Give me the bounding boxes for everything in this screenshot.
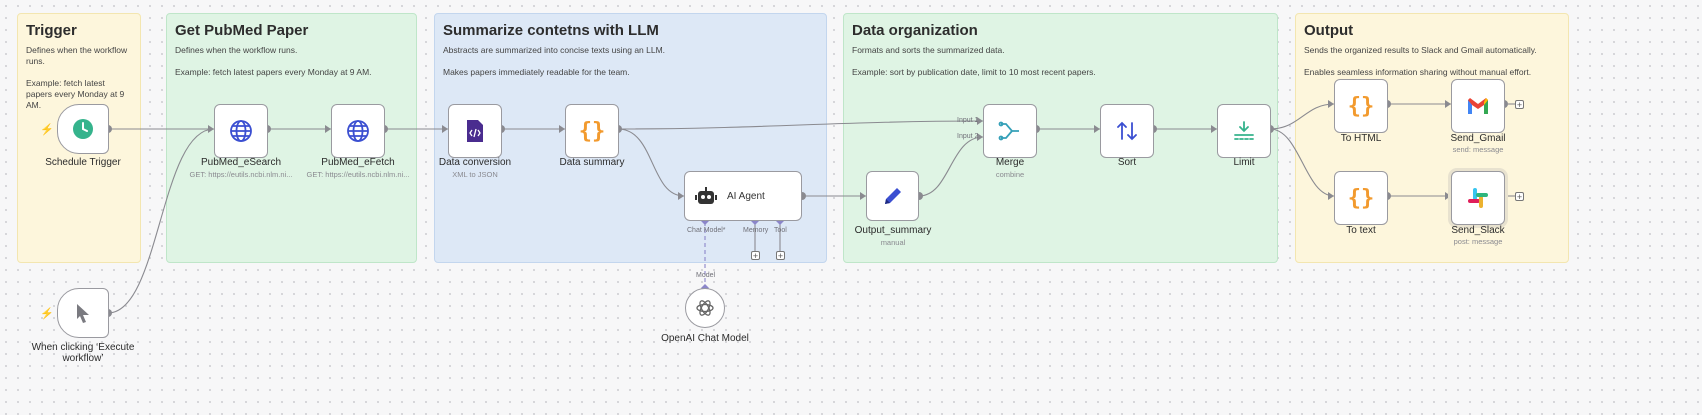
trigger-bolt-icon: ⚡: [40, 124, 54, 136]
data-conversion-node[interactable]: [448, 104, 502, 158]
sort-icon: [1117, 121, 1137, 141]
pubmed-efetch-node[interactable]: [331, 104, 385, 158]
sticky-organization[interactable]: Data organization Formats and sorts the …: [843, 13, 1278, 263]
node-label: PubMed_eFetch: [321, 157, 395, 168]
port-label-tool: Tool: [774, 227, 787, 234]
merge-input-1-label: Input 1: [957, 117, 979, 124]
port-label-model: Model: [696, 272, 716, 279]
add-tool-button[interactable]: +: [776, 251, 785, 261]
port-label-chat-model: Chat Model*: [687, 227, 726, 234]
node-label: Send_Gmail: [1450, 133, 1506, 144]
clock-icon: [73, 119, 93, 139]
pencil-icon: [884, 188, 901, 204]
gmail-icon: [1468, 98, 1488, 114]
send-gmail-node[interactable]: [1451, 79, 1505, 133]
sticky-text: Defines when the workflow runs. Example:…: [175, 45, 372, 77]
braces-icon: {}: [578, 118, 606, 144]
add-node-button[interactable]: +: [1515, 192, 1524, 202]
ai-agent-node[interactable]: AI Agent: [684, 171, 802, 221]
schedule-trigger-node[interactable]: [57, 104, 109, 154]
node-label: Merge: [995, 157, 1025, 168]
add-memory-button[interactable]: +: [751, 251, 760, 261]
node-label: Sort: [1117, 157, 1137, 168]
openai-chat-model-node[interactable]: [685, 288, 725, 328]
node-label: AI Agent: [727, 190, 765, 202]
node-subtitle: manual: [880, 238, 906, 247]
to-text-node[interactable]: {}: [1334, 171, 1388, 225]
node-subtitle: XML to JSON: [452, 170, 498, 179]
sort-node[interactable]: [1100, 104, 1154, 158]
node-label: OpenAI Chat Model: [661, 333, 749, 344]
sticky-title: Trigger: [26, 22, 77, 39]
merge-icon: [998, 121, 1019, 141]
node-label: Data summary: [559, 157, 625, 168]
add-node-button[interactable]: +: [1515, 100, 1524, 110]
braces-icon: {}: [1347, 93, 1375, 119]
openai-icon: [696, 300, 714, 316]
node-subtitle: combine: [995, 170, 1025, 179]
limit-icon: [1234, 121, 1254, 140]
node-subtitle: send: message: [1452, 145, 1504, 154]
globe-icon: [230, 120, 252, 142]
sticky-title: Get PubMed Paper: [175, 22, 309, 39]
data-summary-node[interactable]: {}: [565, 104, 619, 158]
output-summary-node[interactable]: [866, 171, 919, 221]
port-label-memory: Memory: [743, 227, 769, 234]
cursor-icon: [77, 304, 89, 323]
merge-node[interactable]: [983, 104, 1037, 158]
globe-icon: [347, 120, 369, 142]
node-label: When clicking ‘Execute workflow’: [31, 342, 135, 364]
send-slack-node[interactable]: [1451, 171, 1505, 225]
file-code-icon: [467, 120, 483, 142]
node-label: Schedule Trigger: [45, 157, 121, 168]
sticky-title: Data organization: [852, 22, 978, 39]
trigger-bolt-icon: ⚡: [40, 308, 54, 320]
manual-trigger-node[interactable]: [57, 288, 109, 338]
node-label: To HTML: [1340, 133, 1382, 144]
limit-node[interactable]: [1217, 104, 1271, 158]
slack-icon: [1468, 188, 1488, 208]
to-html-node[interactable]: {}: [1334, 79, 1388, 133]
pubmed-esearch-node[interactable]: [214, 104, 268, 158]
merge-input-2-label: Input 2: [957, 133, 979, 140]
robot-icon: [695, 187, 717, 204]
sticky-text: Formats and sorts the summarized data. E…: [852, 45, 1096, 77]
braces-icon: {}: [1347, 185, 1375, 211]
node-label: PubMed_eSearch: [200, 157, 282, 168]
node-label: Limit: [1233, 157, 1255, 168]
sticky-text: Abstracts are summarized into concise te…: [443, 45, 666, 77]
node-label: Data conversion: [438, 157, 512, 168]
node-label: Output_summary: [854, 225, 932, 236]
sticky-text: Sends the organized results to Slack and…: [1304, 45, 1537, 77]
node-subtitle: post: message: [1453, 237, 1503, 246]
node-label: To text: [1346, 225, 1376, 236]
sticky-title: Summarize contetns with LLM: [443, 22, 659, 39]
sticky-title: Output: [1304, 22, 1354, 39]
node-label: Send_Slack: [1451, 225, 1505, 236]
sticky-text: Defines when the workflow runs. Example:…: [26, 45, 128, 110]
